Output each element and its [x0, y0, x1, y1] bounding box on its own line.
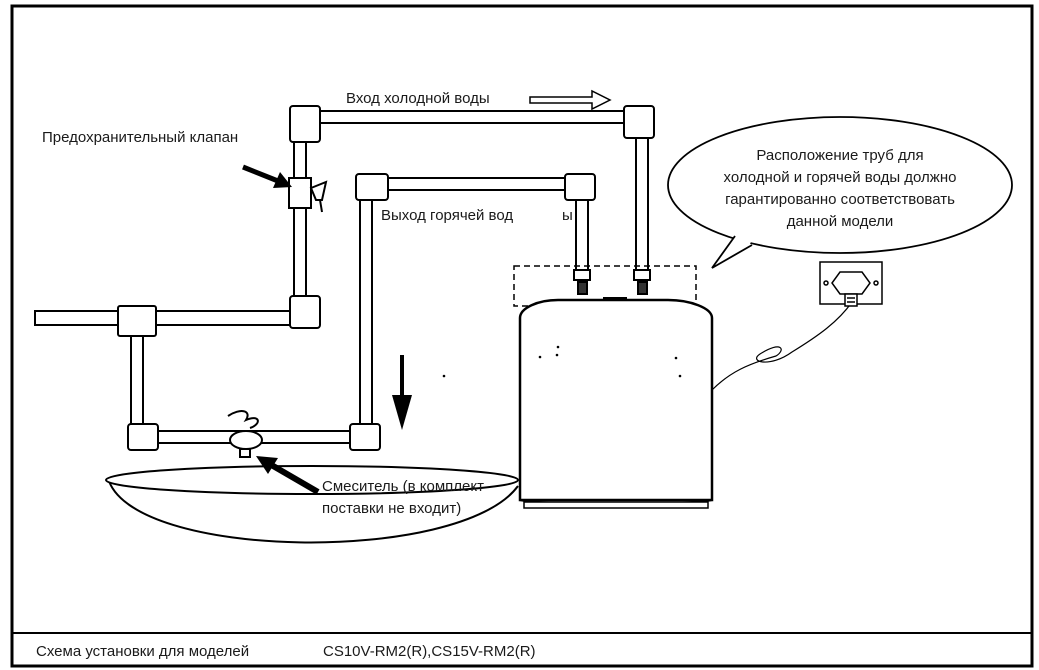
- sink-basin: [105, 465, 519, 544]
- note-line2: холодной и горячей воды должно: [724, 169, 957, 186]
- cold-inlet-arrow: [529, 89, 612, 111]
- hot-riser-pipe: [359, 194, 373, 426]
- cold-top-pipe: [317, 110, 629, 124]
- hot-outlet-label-tail: ы: [562, 207, 573, 224]
- elbow-bottom-right: [349, 423, 381, 451]
- caption-text: Схема установки для моделей: [36, 643, 249, 660]
- cold-inlet-label: Вход холодной воды: [346, 90, 490, 107]
- hot-top-pipe: [384, 177, 568, 191]
- note-bubble-tail-cover: [735, 235, 751, 246]
- elbow-hot-top-right: [564, 173, 596, 201]
- hot-down-pipe: [575, 199, 589, 271]
- elbow-top-right: [623, 105, 655, 139]
- note-line3: гарантированно соответствовать: [725, 191, 955, 208]
- safety-valve: [288, 177, 328, 213]
- note-line1: Расположение труб для: [756, 147, 923, 164]
- mixer-label-line1: Смеситель (в комплект: [322, 478, 484, 495]
- flow-down-arrow: [392, 355, 412, 430]
- hot-outlet-label: Выход горячей вод: [381, 207, 513, 224]
- caption-models: CS10V-RM2(R),CS15V-RM2(R): [323, 643, 536, 660]
- safety-valve-label: Предохранительный клапан: [42, 129, 238, 146]
- mixer-pointer-arrow: [256, 456, 320, 495]
- cold-down-pipe: [635, 133, 649, 271]
- tee-fitting: [117, 305, 157, 337]
- elbow-top-left: [289, 105, 321, 143]
- note-bubble: [667, 116, 1013, 269]
- power-cable: [711, 301, 853, 391]
- pipe-fittings: [117, 105, 655, 451]
- cold-riser-pipe: [293, 139, 307, 311]
- note-line4: данной модели: [787, 213, 894, 230]
- valve-pointer-arrow: [242, 164, 292, 188]
- supply-pipe: [34, 310, 296, 326]
- outer-frame: [10, 4, 1034, 668]
- mixer-faucet: [227, 410, 263, 458]
- wall-socket: [819, 261, 883, 307]
- elbow-bottom-left: [127, 423, 159, 451]
- elbow-hot-top-left: [355, 173, 389, 201]
- mixer-label-line2: поставки не входит): [322, 500, 461, 517]
- water-heater: [442, 298, 714, 509]
- tee-down-pipe: [130, 334, 144, 431]
- elbow-valve-bottom: [289, 295, 321, 329]
